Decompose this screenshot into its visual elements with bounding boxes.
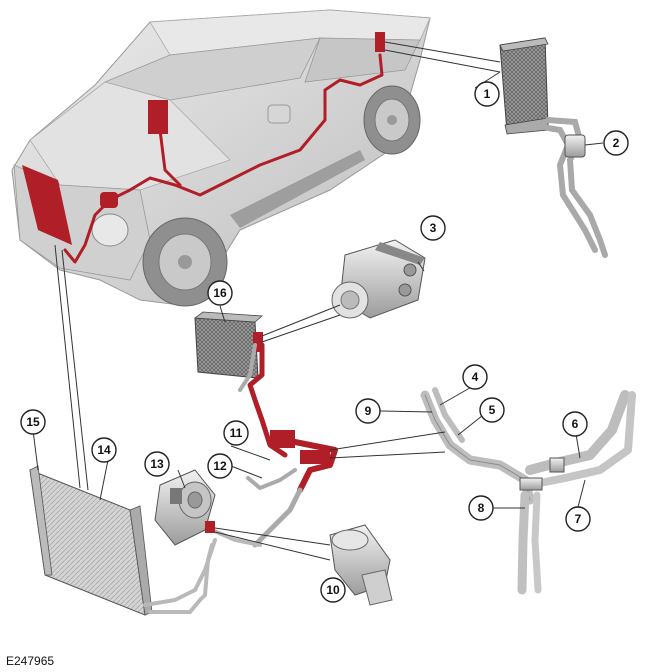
condenser (29, 465, 153, 616)
front-wheel (142, 217, 228, 307)
callout-14: 14 (91, 437, 117, 463)
callout-6-label: 6 (572, 417, 579, 431)
callout-1-label: 1 (484, 87, 491, 101)
callout-7: 7 (565, 506, 591, 532)
callout-11: 11 (223, 420, 249, 446)
rear-wheel (363, 85, 421, 155)
front-evaporator (193, 311, 264, 379)
callout-15: 15 (20, 409, 46, 435)
callout-10-label: 10 (326, 583, 340, 597)
ac-compressor (154, 469, 216, 546)
ac-refrigerant-circuit-highlight (63, 53, 384, 264)
pipe-connectors (519, 457, 565, 491)
callout-9: 9 (355, 398, 381, 424)
callout-3: 3 (420, 215, 446, 241)
highlighted-components (22, 32, 385, 245)
callout-12: 12 (207, 453, 233, 479)
figure-reference-code: E247965 (6, 654, 55, 668)
callout-3-label: 3 (430, 221, 437, 235)
callout-11-label: 11 (230, 426, 243, 440)
callout-2-label: 2 (613, 136, 620, 150)
callout-5: 5 (479, 397, 505, 423)
callout-13-label: 13 (150, 457, 164, 471)
callout-8-label: 8 (478, 501, 485, 515)
callout-4: 4 (462, 364, 488, 390)
callout-9-label: 9 (365, 404, 372, 418)
rear-pipes (545, 117, 608, 258)
leader-lines (32, 41, 604, 561)
rear-evaporator (499, 37, 549, 135)
pipe-junction-block (270, 430, 330, 464)
thermostatic-expansion-valve (331, 239, 426, 319)
callout-7-label: 7 (575, 512, 582, 526)
callout-6: 6 (562, 411, 588, 437)
callout-8: 8 (468, 495, 494, 521)
callout-1: 1 (474, 81, 500, 107)
callout-12-label: 12 (213, 459, 227, 473)
callout-16: 16 (207, 280, 233, 306)
callout-2: 2 (603, 130, 629, 156)
condenser-pipes (143, 528, 262, 614)
callout-10: 10 (320, 577, 346, 603)
pressure-sensor (329, 524, 393, 606)
rear-expansion-valve (564, 134, 586, 158)
callout-5-label: 5 (489, 403, 496, 417)
callout-13: 13 (144, 451, 170, 477)
callout-15-label: 15 (26, 415, 40, 429)
callout-4-label: 4 (472, 370, 479, 384)
callout-14-label: 14 (97, 443, 111, 457)
callout-16-label: 16 (213, 286, 227, 300)
pressure-sensor-highlight (205, 521, 215, 533)
